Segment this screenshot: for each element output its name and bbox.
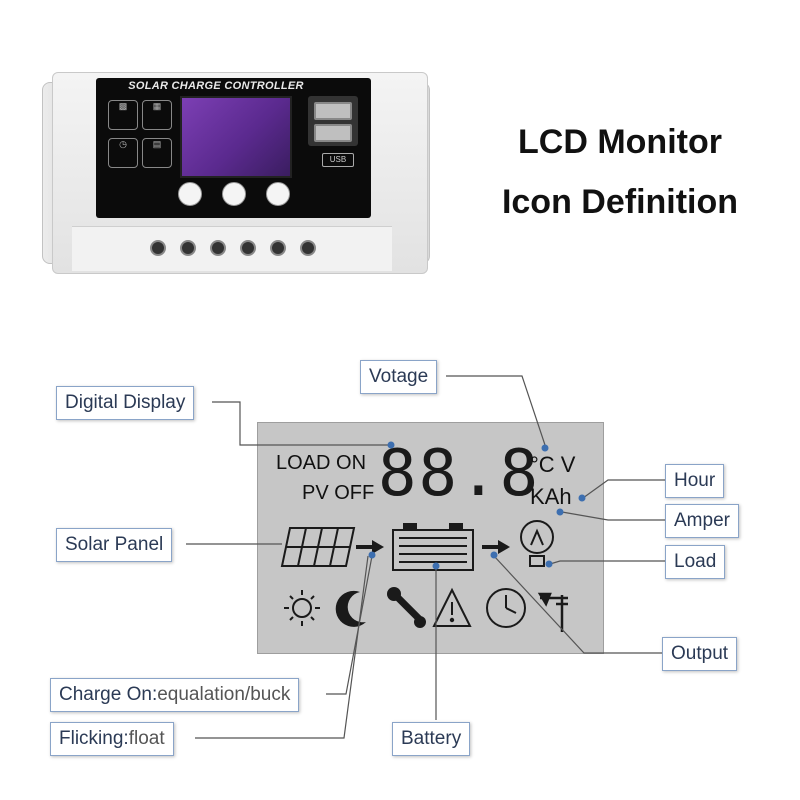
anchor-dot — [578, 494, 586, 502]
anchor-dot — [432, 562, 440, 570]
output-arrow-icon — [482, 540, 510, 554]
unit-temp-volt: °C V — [530, 452, 576, 477]
callout-votage: Votage — [360, 360, 438, 394]
device-load-icon: ▤ — [142, 138, 172, 168]
flicking-detail: float — [128, 728, 165, 749]
leader-hour — [582, 479, 665, 499]
load-on-text: LOAD ON — [276, 452, 367, 474]
callout-flicking: Flicking:float — [50, 722, 174, 756]
terminal-screw — [270, 240, 286, 256]
warning-icon — [432, 587, 472, 627]
charge-on-detail: equalation/buck — [157, 684, 291, 705]
anchor-dot — [387, 441, 395, 449]
clock-icon — [486, 588, 526, 628]
street-lamp-icon — [537, 592, 568, 632]
callout-digital-display: Digital Display — [56, 386, 195, 420]
usb-port — [314, 102, 352, 120]
menu-button — [178, 182, 202, 206]
pv-off-text: PV OFF — [302, 482, 375, 504]
heading-line-2: Icon Definition — [501, 183, 739, 221]
flicking-label: Flicking: — [59, 728, 129, 749]
wrench-icon — [387, 587, 426, 628]
leader-charge-on — [326, 555, 373, 695]
digital-display-digits: 88.8 — [378, 437, 541, 511]
solar-panel-icon — [280, 527, 356, 567]
device-terminal-strip — [72, 226, 392, 271]
leader-votage — [446, 375, 547, 449]
device-panel-icon: ▦ — [142, 100, 172, 130]
callout-amper: Amper — [665, 504, 739, 538]
up-button — [222, 182, 246, 206]
heading-line-1: LCD Monitor — [518, 123, 722, 161]
callout-output: Output — [662, 637, 738, 671]
terminal-screw — [300, 240, 316, 256]
sun-icon — [284, 590, 320, 626]
anchor-dot — [541, 444, 549, 452]
terminal-screw — [150, 240, 166, 256]
leader-amper — [561, 511, 665, 521]
device-panel-title: SOLAR CHARGE CONTROLLER — [128, 80, 304, 92]
leader-output — [493, 555, 665, 654]
down-button — [266, 182, 290, 206]
anchor-dot — [490, 551, 498, 559]
terminal-screw — [180, 240, 196, 256]
device-usb-ports — [308, 96, 358, 146]
usb-tag: USB — [322, 153, 354, 167]
device-lcd-screen — [180, 96, 292, 178]
leader-flicking — [195, 555, 369, 739]
leader-load — [549, 560, 665, 565]
callout-hour: Hour — [665, 464, 725, 498]
anchor-dot — [368, 551, 376, 559]
battery-icon — [392, 523, 474, 571]
leader-digital-display — [212, 401, 390, 446]
anchor-dot — [556, 508, 564, 516]
callout-solar-panel: Solar Panel — [56, 528, 173, 562]
callout-charge-on: Charge On:equalation/buck — [50, 678, 300, 712]
device-clock-icon: ◷ — [108, 138, 138, 168]
bulb-icon — [520, 520, 554, 567]
moon-icon — [335, 590, 366, 627]
device-battery-icon: ▩ — [108, 100, 138, 130]
terminal-screw — [240, 240, 256, 256]
unit-kah: KAh — [530, 484, 572, 509]
usb-port — [314, 124, 352, 142]
charge-arrow-icon — [356, 540, 384, 554]
charge-on-label: Charge On: — [59, 684, 158, 705]
terminal-screw — [210, 240, 226, 256]
callout-load: Load — [665, 545, 726, 579]
anchor-dot — [545, 560, 553, 568]
callout-battery: Battery — [392, 722, 471, 756]
